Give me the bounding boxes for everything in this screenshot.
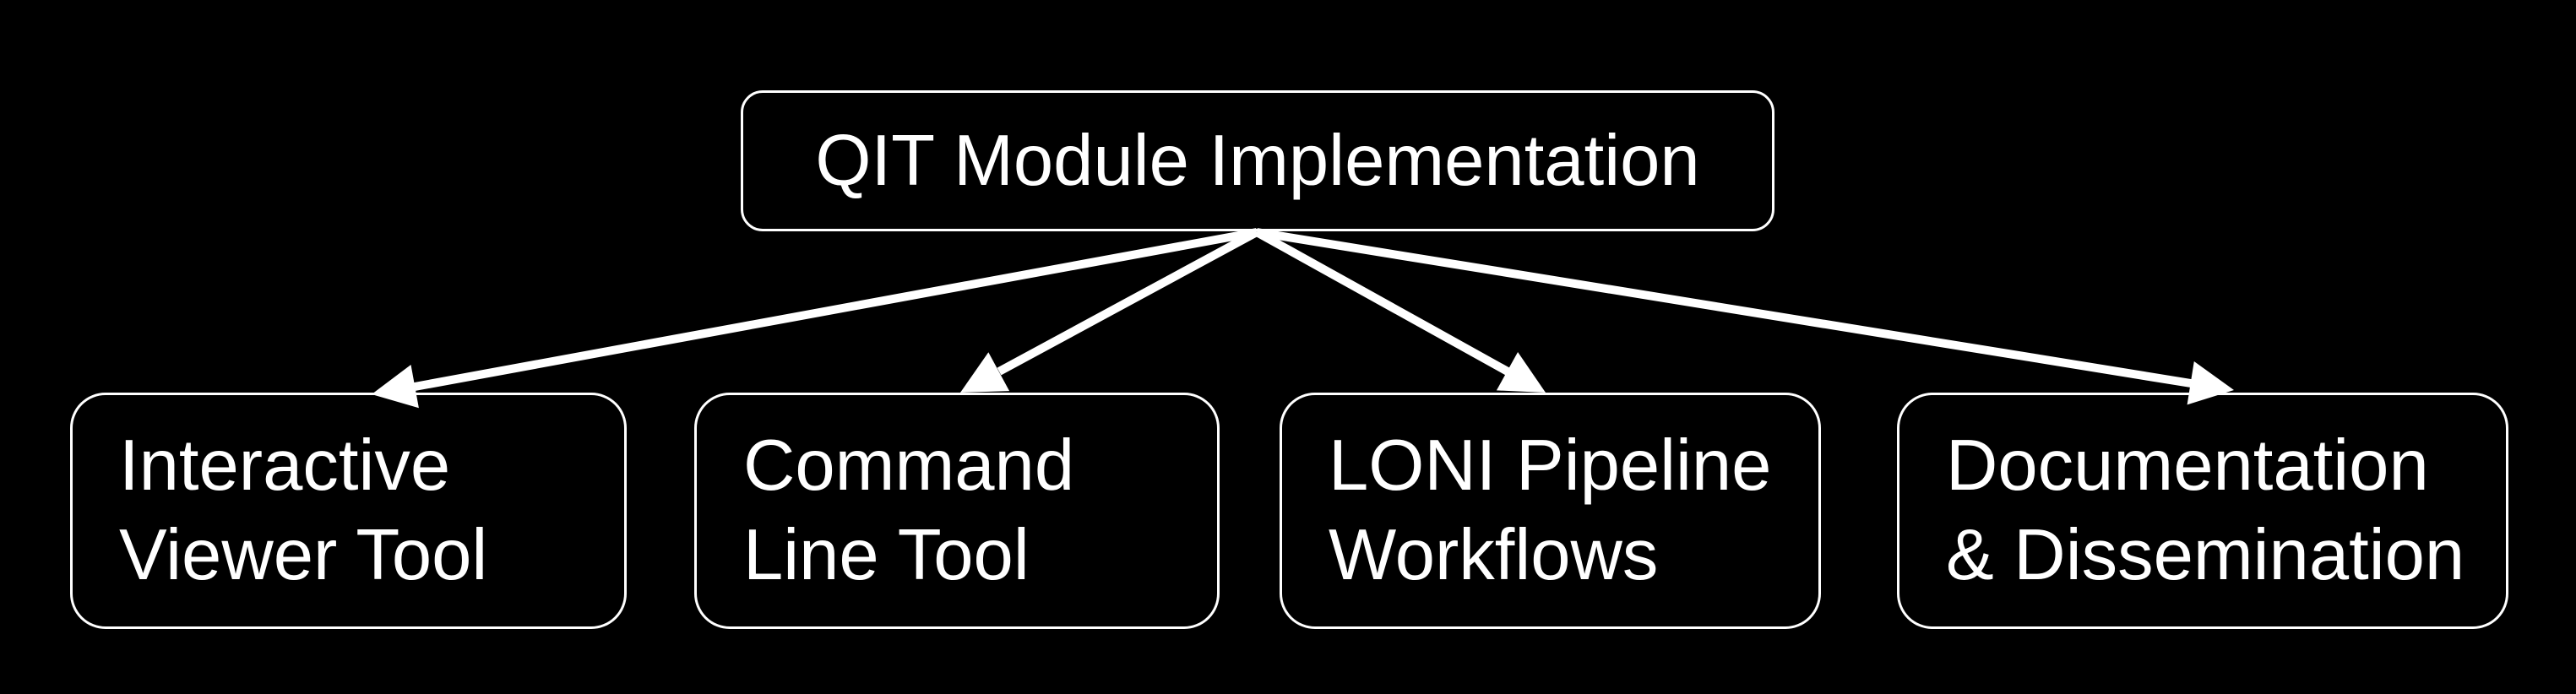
node-label-line2: Workflows (1329, 515, 1659, 595)
edge-line (414, 228, 1258, 391)
node-label-line2: & Dissemination (1946, 515, 2465, 595)
edge-root-to-loni-pipeline-workflows (1254, 228, 1546, 393)
node-label-line1: Interactive (119, 425, 451, 506)
edge-line (1256, 228, 2192, 388)
node-interactive-viewer-tool: Interactive Viewer Tool (70, 393, 627, 629)
node-label-line1: Command (743, 425, 1075, 506)
edge-root-to-documentation-dissemination (1256, 228, 2234, 405)
node-label: QIT Module Implementation (815, 120, 1700, 201)
node-label-line1: LONI Pipeline (1329, 425, 1772, 506)
node-documentation-dissemination: Documentation & Dissemination (1897, 393, 2508, 629)
arrowhead-icon (372, 365, 419, 409)
node-command-line-tool: Command Line Tool (694, 393, 1220, 629)
edge-line (997, 228, 1259, 376)
edge-root-to-interactive-viewer-tool (372, 228, 1258, 409)
node-label-line1: Documentation (1946, 425, 2429, 506)
edge-line (1254, 228, 1510, 376)
node-label-line2: Viewer Tool (119, 515, 488, 595)
arrowhead-icon (960, 352, 1010, 393)
node-qit-module-implementation: QIT Module Implementation (741, 90, 1774, 231)
node-loni-pipeline-workflows: LONI Pipeline Workflows (1280, 393, 1821, 629)
node-label-line2: Line Tool (743, 515, 1030, 595)
arrowhead-icon (1496, 352, 1546, 393)
edge-root-to-command-line-tool (960, 228, 1259, 393)
